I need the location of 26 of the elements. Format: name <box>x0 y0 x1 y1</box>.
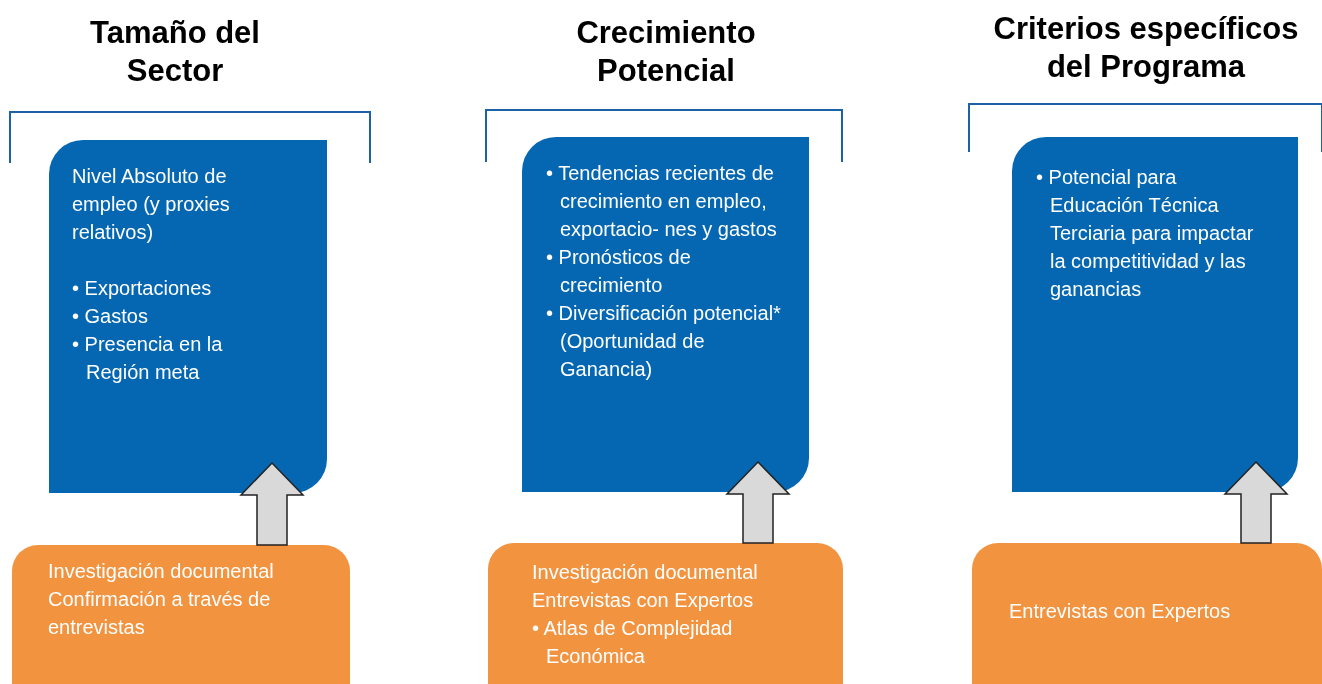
box-text: • Pronósticos de crecimiento <box>546 245 692 298</box>
box-text: • Atlas de Complejidad Económica <box>532 616 734 669</box>
box-text: • Tendencias recientes de crecimiento en empleo, exportacio- nes y gastos <box>546 161 778 242</box>
source-box <box>12 545 350 684</box>
source-box <box>972 543 1322 684</box>
box-text: • Gastos <box>72 304 149 329</box>
box-text: Nivel Absoluto de empleo (y proxies relativos) <box>72 164 231 245</box>
block-arrow <box>239 461 305 546</box>
box-text: Investigación documental <box>48 559 275 584</box>
column-heading: Tamaño del Sector <box>89 14 261 90</box>
block-arrow <box>1223 460 1289 544</box>
column-heading: Criterios específicos del Programa <box>992 10 1300 86</box>
box-text: • Presencia en la Región meta <box>72 332 224 385</box>
box-text: Investigación documental <box>532 560 759 585</box>
block-arrow <box>725 460 791 544</box>
source-box <box>488 543 843 684</box>
box-text: Entrevistas con Expertos <box>1009 599 1232 624</box>
box-text: Entrevistas con Expertos <box>532 588 755 613</box>
box-text: • Exportaciones <box>72 276 213 301</box>
box-text: Confirmación a través de entrevistas <box>48 587 272 640</box>
criteria-box <box>522 137 809 492</box>
box-text: • Diversificación potencial* (Oportunidad de Ganancia) <box>546 301 782 382</box>
column-heading: Crecimiento Potencial <box>575 14 757 90</box>
criteria-box <box>1012 137 1298 492</box>
box-text: • Potencial para Educación Técnica Terciaria para impactar la competitividad y las ganancias <box>1036 165 1255 302</box>
criteria-box <box>49 140 327 493</box>
